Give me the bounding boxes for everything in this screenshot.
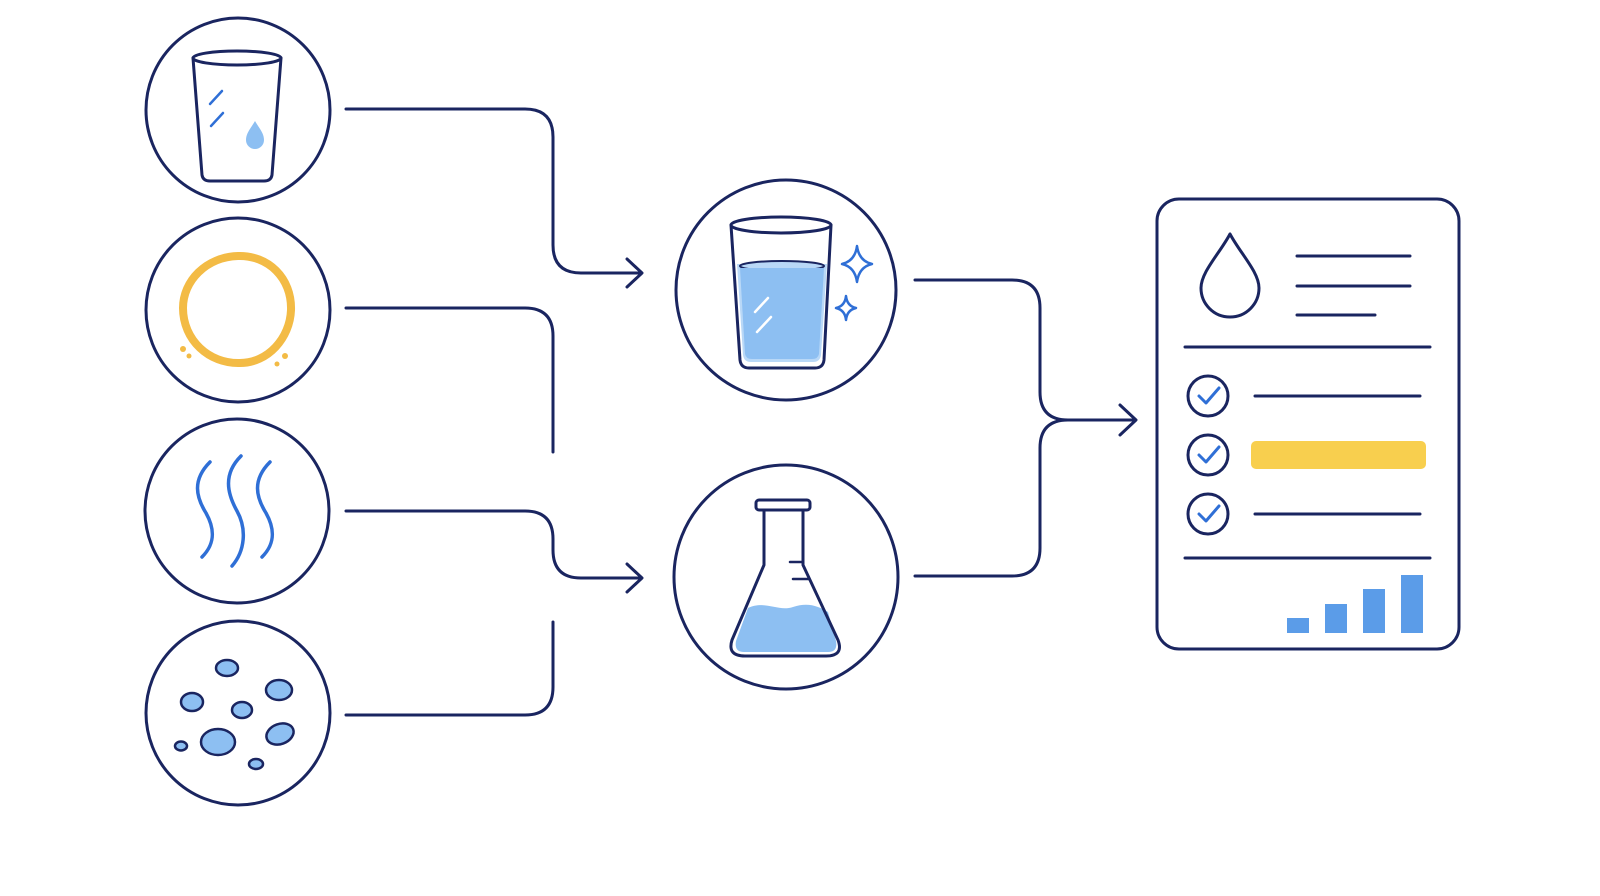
input-particles	[144, 619, 332, 807]
input-stain-ring	[144, 216, 332, 404]
report-bar-chart	[1287, 575, 1423, 633]
bar-3	[1363, 589, 1385, 633]
check-circle-icon	[1186, 374, 1230, 418]
stage-circle	[674, 178, 898, 402]
arrowhead-glass	[625, 257, 644, 289]
highlighted-line	[1251, 441, 1426, 469]
checkmark-icon	[1197, 386, 1221, 405]
input-circle	[144, 216, 332, 404]
report-checklist	[1186, 374, 1426, 536]
input-odor-waves	[143, 417, 331, 605]
stain-ring-icon	[179, 251, 296, 368]
check-circle-icon	[1186, 433, 1230, 477]
connector-glass-to-report	[913, 278, 1135, 422]
water-drop-icon	[1199, 232, 1261, 319]
checkmark-icon	[1197, 504, 1221, 523]
filled-glass-icon	[729, 215, 874, 370]
stage-filled-glass	[674, 178, 898, 402]
connector-particles-to-flask	[344, 620, 555, 717]
checklist-row	[1186, 374, 1422, 418]
connector-flask-to-report	[913, 418, 1070, 578]
checklist-row	[1186, 492, 1422, 536]
arrowhead-report	[1118, 403, 1138, 437]
arrowhead-flask	[625, 562, 644, 594]
checkmark-icon	[1197, 445, 1221, 464]
output-water-report	[1155, 197, 1461, 651]
odor-waves-icon	[195, 454, 275, 568]
water-report-icon	[1155, 197, 1461, 651]
empty-cup-icon	[191, 49, 283, 183]
connector-stain-to-glass	[344, 306, 555, 454]
connector-waves-to-flask	[344, 509, 642, 580]
input-circle	[144, 619, 332, 807]
connector-cup-to-glass	[344, 107, 642, 275]
particles-icon	[173, 658, 295, 771]
checklist-row	[1186, 433, 1426, 477]
stage-circle	[672, 463, 900, 691]
bar-2	[1325, 604, 1347, 633]
input-circle	[143, 417, 331, 605]
bar-1	[1287, 618, 1309, 633]
stage-lab-flask	[672, 463, 900, 691]
report-card	[1155, 197, 1461, 651]
flask-icon	[729, 498, 841, 658]
check-circle-icon	[1186, 492, 1230, 536]
input-empty-cup	[144, 16, 332, 204]
input-circle	[144, 16, 332, 204]
report-header-lines	[1295, 254, 1412, 317]
bar-4	[1401, 575, 1423, 633]
